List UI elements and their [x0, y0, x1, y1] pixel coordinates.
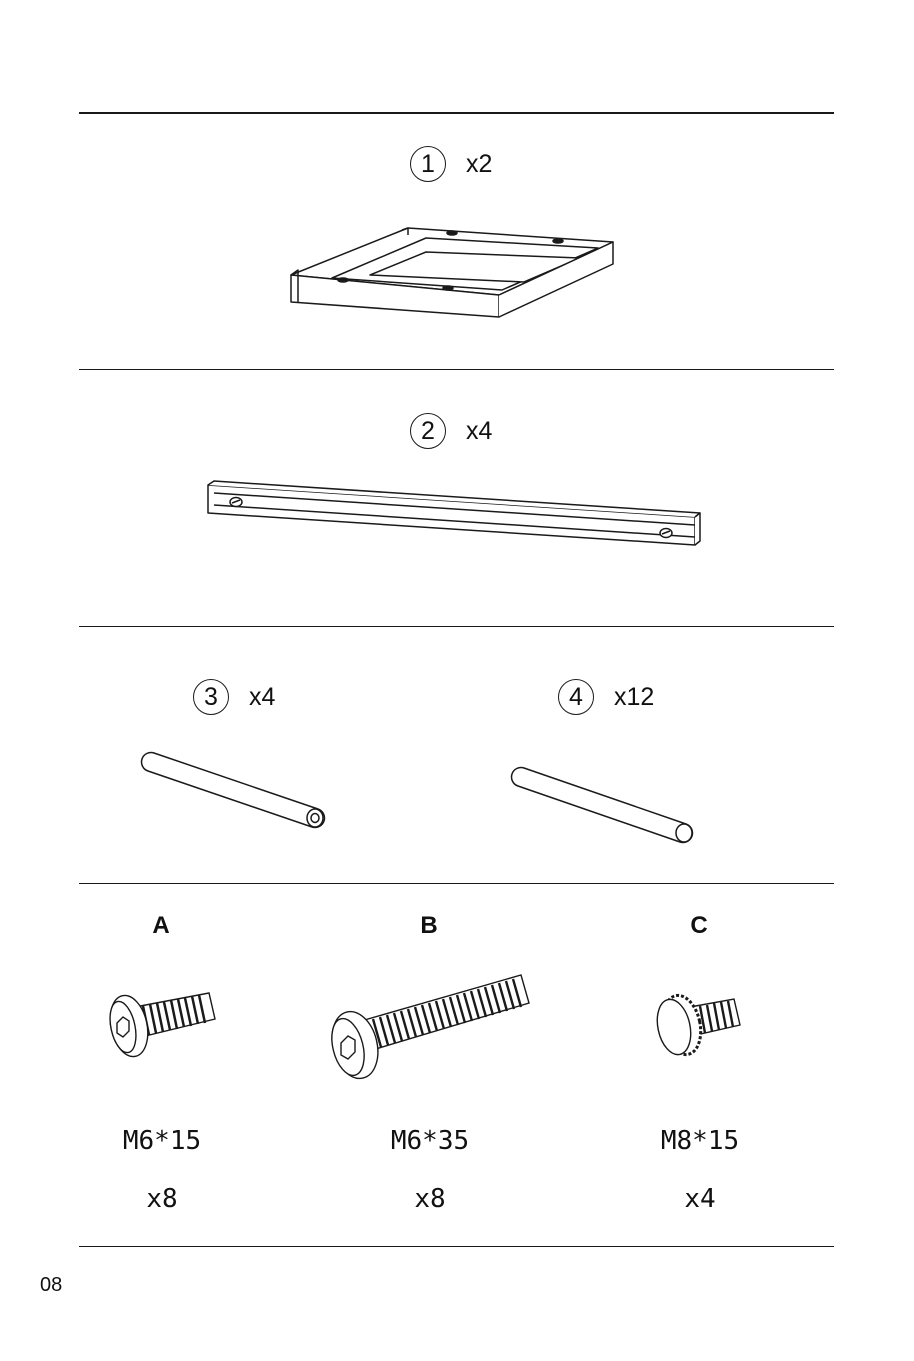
- part-4-label: 4 x12: [558, 677, 654, 717]
- long-bolt-icon: [325, 965, 535, 1085]
- part-number-circle: 3: [193, 679, 229, 715]
- short-bolt-icon: [105, 985, 220, 1065]
- hardware-c-letter: C: [669, 912, 729, 940]
- hardware-a-size: M6*15: [72, 1126, 252, 1156]
- hardware-b-letter: B: [399, 912, 459, 940]
- hardware-a-quantity: x8: [102, 1184, 222, 1214]
- part-quantity: x4: [466, 417, 492, 446]
- part-quantity: x4: [249, 683, 275, 712]
- frame-icon: [280, 220, 625, 325]
- part-number-circle: 2: [410, 413, 446, 449]
- part-quantity: x12: [614, 683, 654, 712]
- solid-rod-icon: [510, 760, 705, 850]
- hardware-c-size: M8*15: [610, 1126, 790, 1156]
- page-number: 08: [40, 1274, 62, 1297]
- hardware-c-quantity: x4: [640, 1184, 760, 1214]
- knurled-screw-icon: [650, 985, 750, 1065]
- section-divider: [79, 369, 834, 370]
- part-2-label: 2 x4: [410, 411, 492, 451]
- bottom-rule: [79, 1246, 834, 1247]
- hardware-a-letter: A: [131, 912, 191, 940]
- part-3-label: 3 x4: [193, 677, 275, 717]
- part-number-circle: 4: [558, 679, 594, 715]
- part-number-circle: 1: [410, 146, 446, 182]
- section-divider: [79, 626, 834, 627]
- hollow-rod-icon: [140, 745, 335, 835]
- top-rule: [79, 112, 834, 114]
- hardware-b-size: M6*35: [340, 1126, 520, 1156]
- hardware-b-quantity: x8: [370, 1184, 490, 1214]
- part-1-label: 1 x2: [410, 144, 492, 184]
- rail-icon: [200, 475, 720, 555]
- section-divider: [79, 883, 834, 884]
- part-quantity: x2: [466, 150, 492, 179]
